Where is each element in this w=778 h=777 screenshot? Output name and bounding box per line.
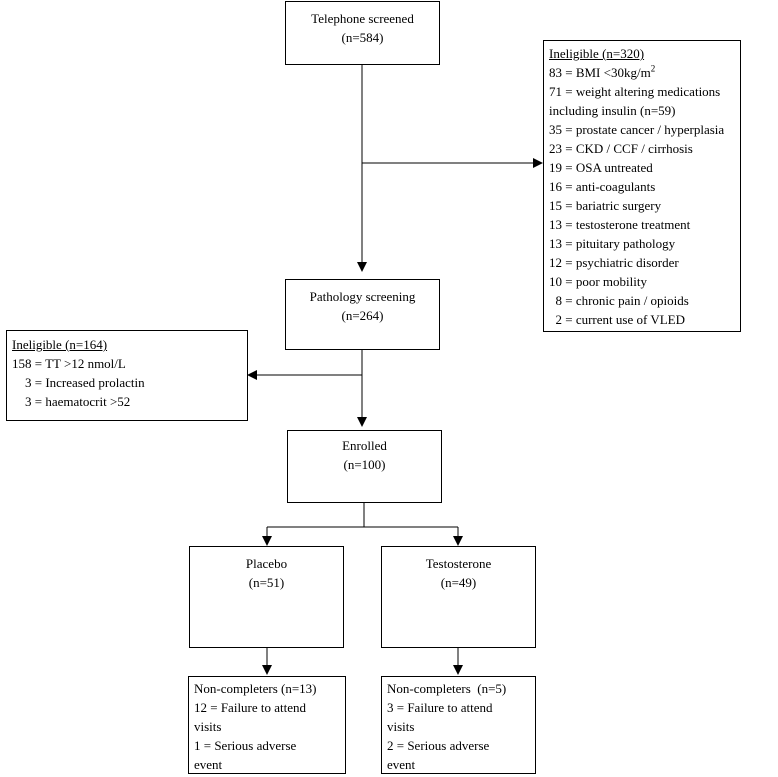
ineligible-second-box: Ineligible (n=164) 158 = TT >12 nmol/L 3… bbox=[6, 330, 248, 421]
ineligible-second-item: 3 = Increased prolactin bbox=[12, 375, 145, 390]
pathology-screening-box: Pathology screening (n=264) bbox=[285, 279, 440, 350]
enrolled-count: (n=100) bbox=[343, 457, 386, 472]
ineligible-first-header: Ineligible (n=320) bbox=[549, 46, 645, 61]
pathology-count: (n=264) bbox=[341, 308, 384, 323]
ineligible-first-item: 83 = BMI <30kg/m2 bbox=[549, 63, 656, 80]
noncompleters-testosterone-item: Non-completers (n=5) bbox=[387, 681, 507, 696]
telephone-title: Telephone screened bbox=[311, 11, 414, 26]
placebo-box: Placebo (n=51) bbox=[189, 546, 344, 648]
noncompleters-testosterone-item: visits bbox=[387, 719, 415, 734]
ineligible-first-item: 23 = CKD / CCF / cirrhosis bbox=[549, 141, 693, 156]
enrolled-title: Enrolled bbox=[342, 438, 387, 453]
noncompleters-placebo-item: 12 = Failure to attend bbox=[194, 700, 307, 715]
ineligible-first-item: 10 = poor mobility bbox=[549, 274, 647, 289]
enrolled-box: Enrolled (n=100) bbox=[287, 430, 442, 503]
noncompleters-placebo-item: visits bbox=[194, 719, 222, 734]
noncompleters-placebo-item: 1 = Serious adverse bbox=[194, 738, 297, 753]
ineligible-first-item: 16 = anti-coagulants bbox=[549, 179, 656, 194]
ineligible-first-item: 8 = chronic pain / opioids bbox=[549, 293, 689, 308]
testosterone-count: (n=49) bbox=[440, 575, 477, 590]
noncompleters-placebo-item: event bbox=[194, 757, 223, 772]
ineligible-first-box: Ineligible (n=320) 83 = BMI <30kg/m2 71 … bbox=[543, 40, 741, 332]
ineligible-first-item: 15 = bariatric surgery bbox=[549, 198, 662, 213]
ineligible-first-item: 71 = weight altering medications bbox=[549, 84, 721, 99]
ineligible-first-item: 19 = OSA untreated bbox=[549, 160, 653, 175]
telephone-screened-box: Telephone screened (n=584) bbox=[285, 1, 440, 65]
noncompleters-testosterone-item: event bbox=[387, 757, 416, 772]
testosterone-title: Testosterone bbox=[425, 556, 492, 571]
pathology-title: Pathology screening bbox=[309, 289, 416, 304]
telephone-count: (n=584) bbox=[341, 30, 384, 45]
noncompleters-testosterone-box: Non-completers (n=5) 3 = Failure to atte… bbox=[381, 676, 536, 774]
noncompleters-testosterone-item: 2 = Serious adverse bbox=[387, 738, 490, 753]
testosterone-box: Testosterone (n=49) bbox=[381, 546, 536, 648]
ineligible-first-item: 35 = prostate cancer / hyperplasia bbox=[549, 122, 725, 137]
ineligible-first-item: 13 = testosterone treatment bbox=[549, 217, 691, 232]
ineligible-first-item: 2 = current use of VLED bbox=[549, 312, 685, 327]
ineligible-first-item: 12 = psychiatric disorder bbox=[549, 255, 679, 270]
placebo-count: (n=51) bbox=[248, 575, 285, 590]
ineligible-first-item: 13 = pituitary pathology bbox=[549, 236, 676, 251]
ineligible-second-item: 158 = TT >12 nmol/L bbox=[12, 356, 126, 371]
ineligible-second-item: 3 = haematocrit >52 bbox=[12, 394, 131, 409]
ineligible-second-header: Ineligible (n=164) bbox=[12, 337, 108, 352]
noncompleters-placebo-box: Non-completers (n=13) 12 = Failure to at… bbox=[188, 676, 346, 774]
noncompleters-placebo-item: Non-completers (n=13) bbox=[194, 681, 317, 696]
placebo-title: Placebo bbox=[245, 556, 288, 571]
noncompleters-testosterone-item: 3 = Failure to attend bbox=[387, 700, 493, 715]
ineligible-first-item: including insulin (n=59) bbox=[549, 103, 676, 118]
